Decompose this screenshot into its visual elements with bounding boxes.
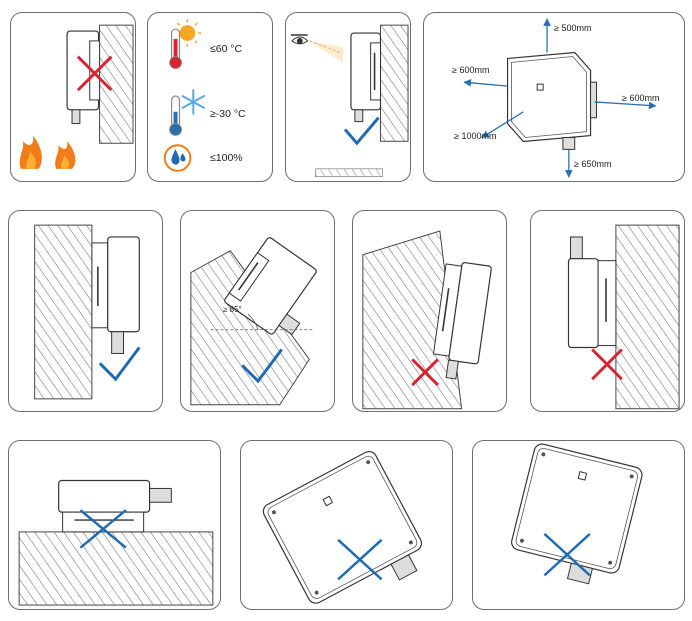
sun-thermometer-icon bbox=[169, 19, 202, 69]
diagram-shade bbox=[290, 24, 409, 178]
diagram-horizontal-wrong bbox=[18, 479, 214, 606]
panel-environment: ≤60 °C ≥-30 °C ≤100% bbox=[147, 12, 273, 182]
tilt-angle-label: ≥ 85° bbox=[223, 305, 242, 314]
clearance-front-label: ≥ 1000mm bbox=[454, 131, 497, 141]
panel-vertical-ok bbox=[8, 210, 163, 412]
diagram-forward-tilt-wrong bbox=[362, 230, 492, 410]
panel-rotated-right-wrong bbox=[472, 440, 685, 610]
fire-icon bbox=[19, 135, 76, 169]
diagram-no-flammable bbox=[19, 24, 134, 169]
check-mark bbox=[343, 116, 380, 146]
panel-rotated-left-wrong bbox=[240, 440, 453, 610]
panel-horizontal-wrong bbox=[8, 440, 221, 610]
check-mark bbox=[98, 346, 141, 382]
clearance-top-label: ≥ 500mm bbox=[554, 23, 592, 33]
humidity-label: ≤100% bbox=[210, 152, 243, 164]
clearance-left-label: ≥ 600mm bbox=[452, 65, 490, 75]
clearance-bottom-label: ≥ 650mm bbox=[574, 159, 612, 169]
eye-icon bbox=[290, 34, 309, 45]
diagram-upside-down-wrong bbox=[567, 224, 680, 410]
panel-shade bbox=[285, 12, 411, 182]
panel-forward-tilt-wrong bbox=[352, 210, 507, 412]
environment-icons bbox=[163, 19, 206, 172]
panel-no-flammable bbox=[10, 12, 136, 182]
panel-clearance: ≥ 500mm ≥ 600mm ≥ 600mm ≥ 1000mm ≥ 650mm bbox=[423, 12, 685, 182]
diagram-clearance bbox=[463, 18, 657, 178]
snow-thermometer-icon bbox=[169, 89, 206, 136]
inverter-isometric bbox=[506, 51, 597, 150]
humidity-icon bbox=[163, 144, 192, 172]
diagram-vertical-ok bbox=[34, 224, 141, 400]
diagram-rotated-left-wrong bbox=[262, 451, 423, 604]
panel-tilt-ok: ≥ 85° bbox=[180, 210, 335, 412]
check-mark bbox=[241, 348, 283, 384]
clearance-right-label: ≥ 600mm bbox=[622, 93, 660, 103]
panel-upside-down-wrong bbox=[530, 210, 685, 412]
min-temperature-label: ≥-30 °C bbox=[210, 108, 246, 120]
diagram-rotated-right-wrong bbox=[511, 443, 643, 585]
clearance-arrows bbox=[463, 18, 657, 178]
max-temperature-label: ≤60 °C bbox=[210, 43, 243, 55]
diagram-tilt-ok bbox=[190, 237, 317, 406]
